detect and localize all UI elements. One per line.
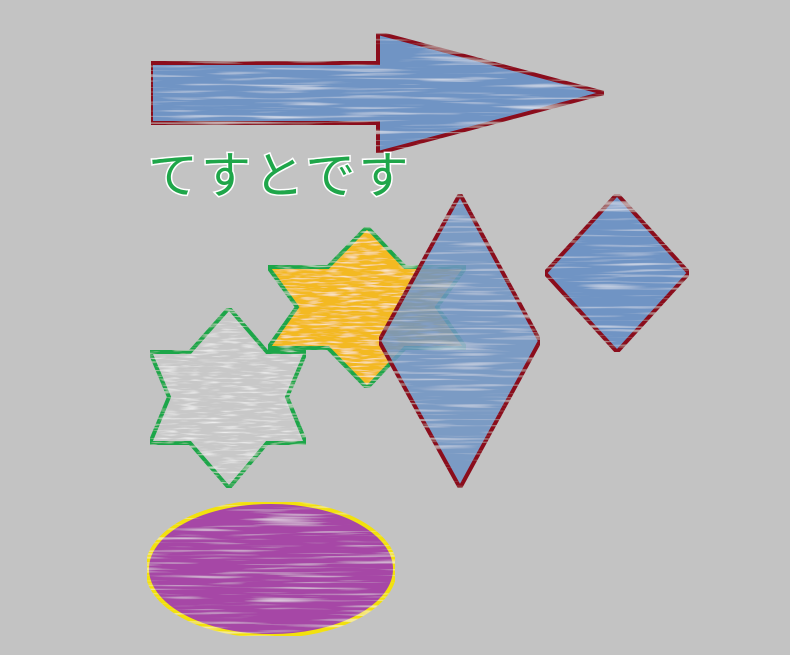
purple-ellipse-shape xyxy=(145,500,397,638)
right-arrow-shape xyxy=(149,30,612,156)
gray-star-shape xyxy=(146,304,310,492)
caption-text: てすとです xyxy=(148,147,412,205)
large-diamond-shape xyxy=(376,189,543,493)
small-diamond-shape xyxy=(542,191,692,355)
